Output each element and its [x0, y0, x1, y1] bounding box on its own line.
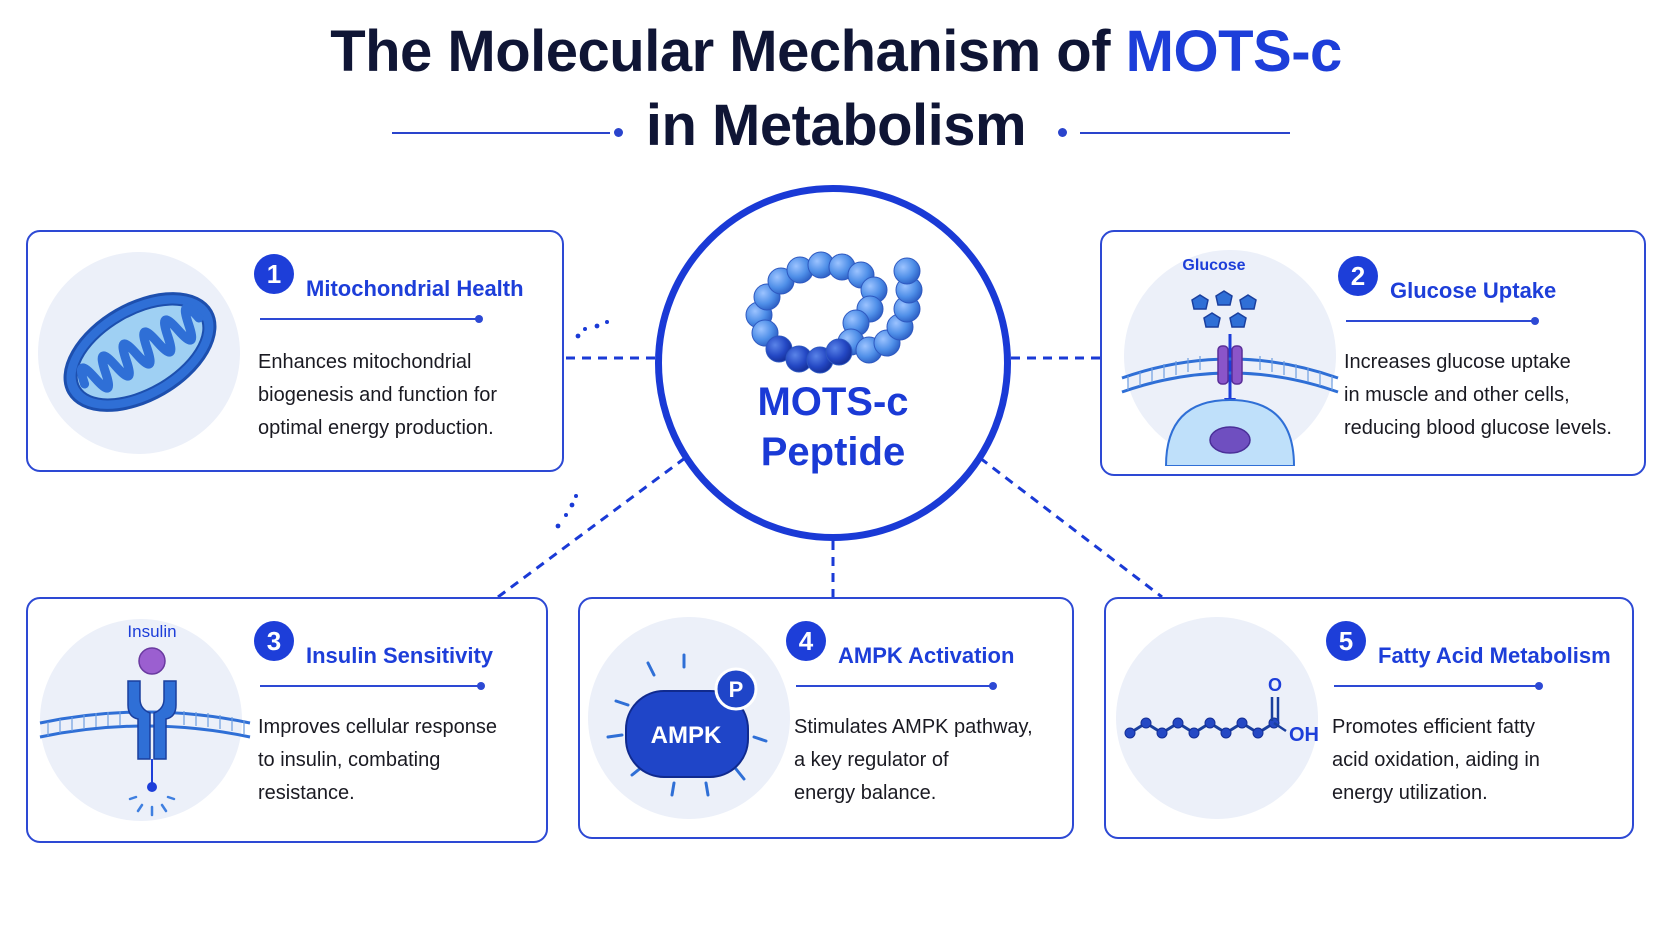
description-line: resistance. — [258, 782, 355, 804]
title-divider-dot-right — [1058, 128, 1067, 137]
title-divider-left — [392, 132, 610, 134]
description-line: in muscle and other cells, — [1344, 384, 1570, 406]
title-prefix: The Molecular Mechanism of — [330, 19, 1126, 84]
card-fatty-acid-metabolism: O OH 5 Fatty Acid Metabolism Promotes ef… — [1104, 597, 1634, 839]
activation-rays — [606, 653, 768, 797]
mots-c-hub: MOTS-c Peptide — [655, 185, 1011, 541]
heading-underline — [796, 682, 997, 690]
heading-underline — [260, 315, 483, 323]
membrane-lipids — [1127, 356, 1333, 390]
card-heading: AMPK Activation — [838, 643, 1015, 668]
step-number-badge: 4 — [786, 621, 826, 661]
oxygen-label: O — [1268, 675, 1282, 695]
phosphate-badge: P — [729, 677, 744, 702]
card-heading: Insulin Sensitivity — [306, 643, 494, 668]
description-line: energy utilization. — [1332, 782, 1488, 804]
description-line: to insulin, combating — [258, 749, 441, 771]
fatty-acid-chain-icon: O OH — [1124, 675, 1319, 746]
description-line: reducing blood glucose levels. — [1344, 417, 1612, 439]
ampk-enzyme-icon: AMPK P — [606, 653, 768, 797]
description-line: Enhances mitochondrial — [258, 351, 472, 373]
card-description: Improves cellular response to insulin, c… — [258, 711, 497, 810]
description-line: a key regulator of — [794, 749, 949, 771]
insulin-label: Insulin — [127, 622, 176, 641]
description-line: Promotes efficient fatty — [1332, 716, 1536, 738]
description-line: biogenesis and function for — [258, 384, 498, 406]
glucose-transporter-icon: Glucose — [1121, 257, 1339, 466]
title-highlight: MOTS-c — [1125, 19, 1343, 84]
card-description: Enhances mitochondrial biogenesis and fu… — [258, 346, 497, 445]
page-title-line-2: in Metabolism — [645, 93, 1027, 158]
connector-card-5 — [979, 456, 1163, 599]
description-line: Stimulates AMPK pathway, — [794, 716, 1033, 738]
heading-underline — [1334, 682, 1543, 690]
glucose-label: Glucose — [1182, 257, 1245, 274]
description-line: acid oxidation, aiding in — [1332, 749, 1540, 771]
connector-card-3 — [497, 456, 686, 599]
hub-label-line-1: MOTS-c — [757, 380, 909, 424]
heading-underline — [260, 682, 485, 690]
card-description: Increases glucose uptake in muscle and o… — [1344, 346, 1612, 445]
step-number-badge: 5 — [1326, 621, 1366, 661]
card-description: Stimulates AMPK pathway, a key regulator… — [794, 711, 1033, 810]
page-title-line-1: The Molecular Mechanism of MOTS-c — [0, 18, 1672, 85]
step-number-badge: 1 — [254, 254, 294, 294]
card-mitochondrial-health: 1 Mitochondrial Health Enhances mitochon… — [26, 230, 564, 472]
title-divider-right — [1080, 132, 1290, 134]
description-line: optimal energy production. — [258, 417, 494, 439]
card-ampk-activation: AMPK P 4 AMPK Activation Stimulates AMPK… — [578, 597, 1074, 839]
card-heading: Fatty Acid Metabolism — [1378, 643, 1611, 668]
hub-label-line-2: Peptide — [760, 430, 906, 474]
peptide-chain-icon — [745, 251, 923, 374]
description-line: Increases glucose uptake — [1344, 351, 1571, 373]
card-heading: Glucose Uptake — [1390, 278, 1557, 303]
card-description: Promotes efficient fatty acid oxidation,… — [1332, 711, 1540, 810]
ampk-label: AMPK — [651, 722, 722, 749]
card-glucose-uptake: Glucose 2 Glucose Uptake Increases gluc — [1100, 230, 1646, 476]
insulin-receptor-icon: Insulin — [39, 622, 251, 817]
step-number-badge: 2 — [1338, 256, 1378, 296]
card-insulin-sensitivity: Insulin 3 Insulin Sensitivity Improves c… — [26, 597, 548, 843]
card-heading: Mitochondrial Health — [306, 276, 524, 301]
icon-halo — [1116, 617, 1318, 819]
step-number-badge: 3 — [254, 621, 294, 661]
title-divider-dot-left — [614, 128, 623, 137]
mitochondrion-icon — [63, 292, 217, 412]
hydroxyl-label: OH — [1289, 724, 1319, 746]
decorative-speckles — [555, 320, 609, 529]
description-line: energy balance. — [794, 782, 937, 804]
heading-underline — [1346, 317, 1539, 325]
description-line: Improves cellular response — [258, 716, 497, 738]
